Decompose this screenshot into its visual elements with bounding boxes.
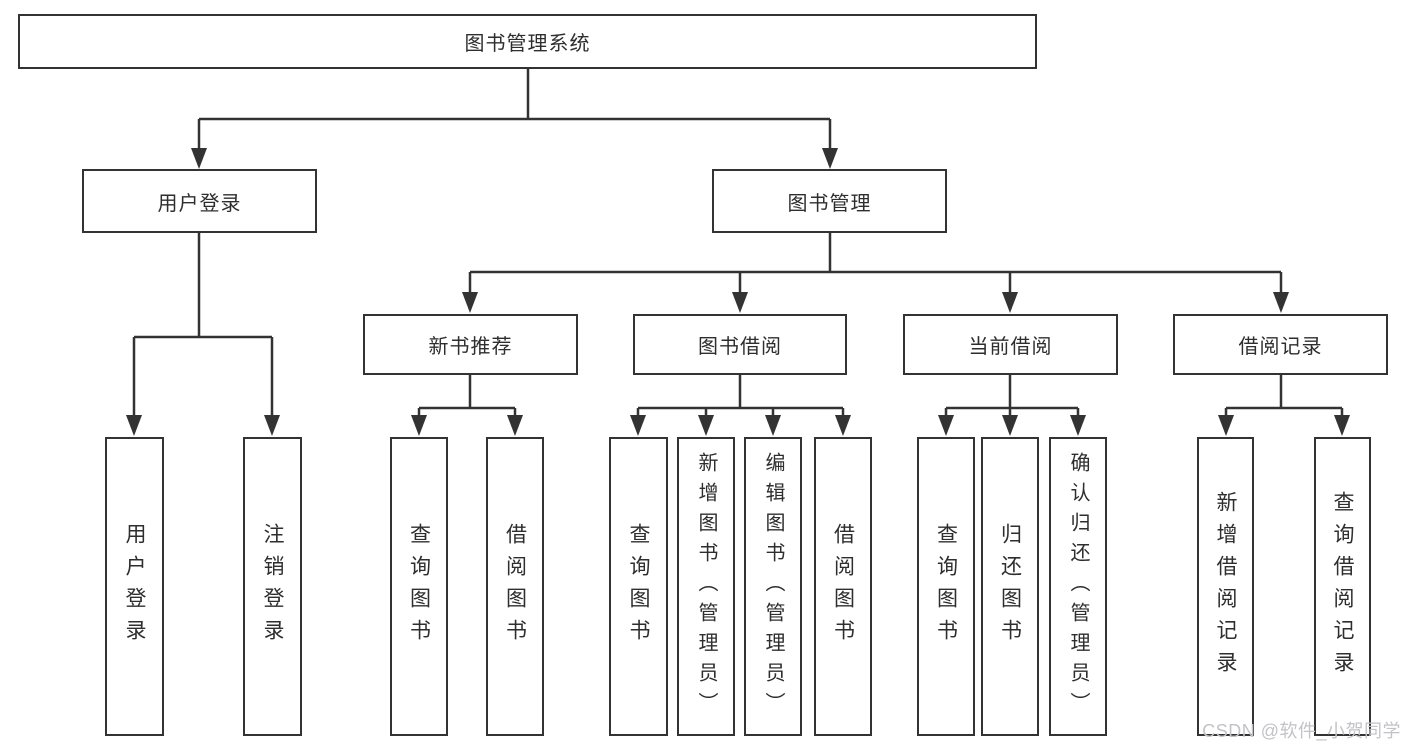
leaf-query-books-current: 查询图书 [917, 437, 975, 736]
leaf-return-books-label: 归还图书 [998, 522, 1022, 651]
leaf-confirm-return-admin-label: 确认归还（管理员） [1067, 451, 1089, 722]
node-user-login-label: 用户登录 [157, 192, 242, 215]
leaf-logout: 注销登录 [243, 437, 302, 736]
node-book-borrowing: 图书借阅 [633, 314, 847, 375]
leaf-borrow-books-recommend: 借阅图书 [486, 437, 544, 736]
leaf-query-books-borrowing-label: 查询图书 [627, 522, 650, 651]
connector-borrowing-to-leaves [630, 375, 851, 436]
node-user-login: 用户登录 [82, 169, 317, 233]
leaf-add-books-admin-label: 新增图书（管理员） [695, 451, 717, 722]
node-book-borrowing-label: 图书借阅 [698, 336, 782, 358]
leaf-borrow-books-label: 借阅图书 [831, 522, 855, 651]
node-current-borrowing: 当前借阅 [903, 314, 1118, 375]
leaf-add-books-admin: 新增图书（管理员） [677, 437, 735, 736]
leaf-confirm-return-admin: 确认归还（管理员） [1049, 437, 1107, 736]
connector-recommend-to-leaves [411, 375, 523, 436]
node-book-management-label: 图书管理 [787, 192, 872, 215]
leaf-user-login: 用户登录 [105, 437, 164, 736]
leaf-query-books-borrowing: 查询图书 [609, 437, 668, 736]
node-current-borrowing-label: 当前借阅 [968, 336, 1053, 358]
connector-root-to-level2 [191, 69, 838, 169]
node-borrowing-records: 借阅记录 [1173, 314, 1388, 375]
connector-current-to-leaves [938, 375, 1086, 436]
leaf-edit-books-admin-label: 编辑图书（管理员） [762, 451, 784, 722]
leaf-edit-books-admin: 编辑图书（管理员） [744, 437, 802, 736]
connector-records-to-leaves [1218, 375, 1350, 436]
leaf-return-books: 归还图书 [981, 437, 1039, 736]
leaf-query-borrow-record: 查询借阅记录 [1314, 437, 1371, 736]
leaf-borrow-books: 借阅图书 [814, 437, 872, 736]
leaf-logout-label: 注销登录 [261, 522, 284, 651]
connector-userlogin-to-leaves [126, 233, 280, 436]
leaf-add-borrow-record-label: 新增借阅记录 [1214, 490, 1237, 683]
node-book-management: 图书管理 [712, 169, 947, 233]
leaf-query-books-recommend-label: 查询图书 [407, 522, 431, 651]
leaf-add-borrow-record: 新增借阅记录 [1197, 437, 1254, 736]
node-root-system: 图书管理系统 [18, 14, 1037, 69]
node-root-label: 图书管理系统 [464, 33, 591, 55]
leaf-borrow-books-recommend-label: 借阅图书 [503, 522, 527, 651]
leaf-query-books-recommend: 查询图书 [390, 437, 448, 736]
leaf-query-books-current-label: 查询图书 [934, 522, 958, 651]
leaf-user-login-label: 用户登录 [123, 522, 146, 651]
csdn-watermark: CSDN @软件_小贺同学 [1202, 721, 1401, 741]
leaf-query-borrow-record-label: 查询借阅记录 [1331, 490, 1354, 683]
node-new-book-recommend: 新书推荐 [363, 314, 578, 375]
node-borrowing-records-label: 借阅记录 [1238, 336, 1323, 358]
connector-bookmgmt-to-level3 [462, 233, 1289, 313]
node-new-book-recommend-label: 新书推荐 [428, 336, 513, 358]
